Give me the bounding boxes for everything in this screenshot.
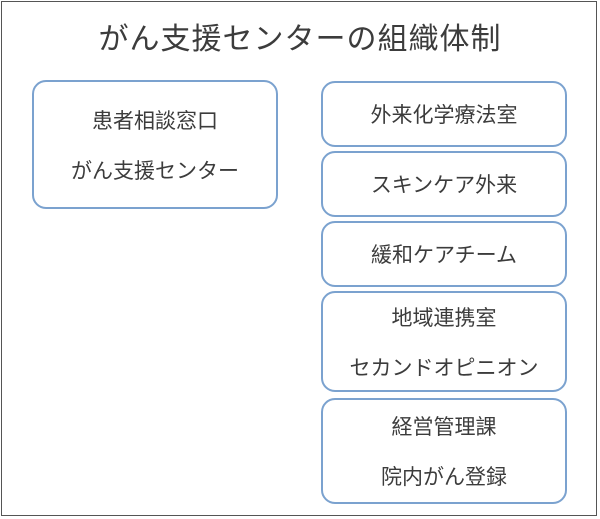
box-label: セカンドオピニオン: [349, 355, 539, 380]
box-palliative-care-team: 緩和ケアチーム: [321, 221, 567, 287]
box-label: 外来化学療法室: [370, 103, 518, 127]
box-label: スキンケア外来: [370, 173, 518, 197]
diagram-title: がん支援センターの組織体制: [98, 22, 502, 57]
box-label: 患者相談窓口: [92, 108, 218, 133]
box-skin-care-outpatient: スキンケア外来: [321, 151, 567, 217]
box-outpatient-chemotherapy: 外来化学療法室: [321, 81, 567, 147]
box-label: 院内がん登録: [381, 465, 507, 489]
box-regional-liaison: 地域連携室 セカンドオピニオン: [321, 291, 567, 392]
box-label: 経営管理課: [391, 415, 497, 439]
box-label: がん支援センター: [71, 158, 239, 183]
box-patient-consultation: 患者相談窓口 がん支援センター: [32, 80, 278, 209]
box-label: 緩和ケアチーム: [371, 243, 517, 267]
box-management-division: 経営管理課 院内がん登録: [321, 398, 567, 504]
box-label: 地域連携室: [391, 305, 497, 330]
